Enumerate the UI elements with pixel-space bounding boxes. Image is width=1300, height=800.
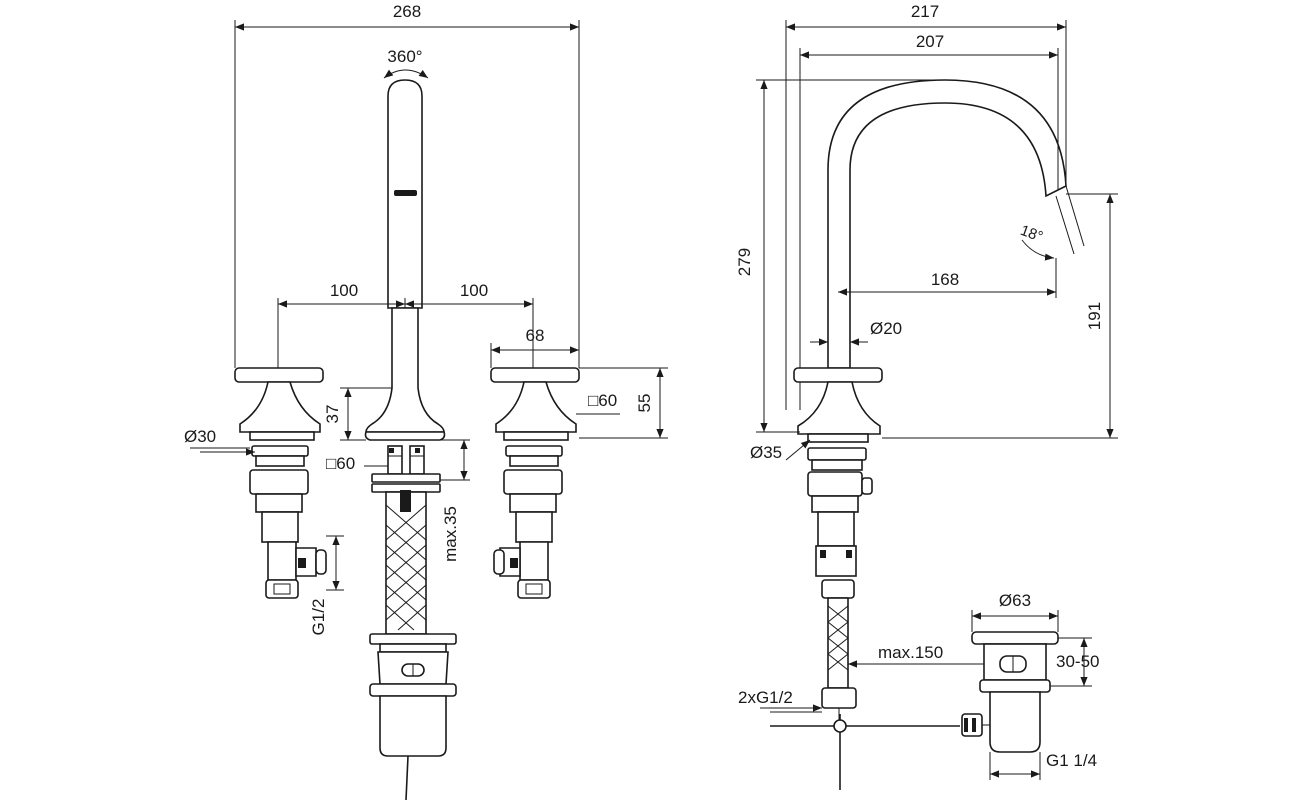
- front-view: 268 360° 100 100 68 55 □60 37 Ø30 □60 ma…: [184, 2, 668, 800]
- front-dimension-lines: [190, 20, 668, 591]
- dim-waste-diameter: Ø63: [999, 591, 1031, 610]
- dim-handle-diameter: Ø30: [184, 427, 216, 446]
- side-view: 217 207 279 191 18° 168 Ø20 Ø35 Ø63 30-5…: [735, 2, 1118, 790]
- dim-right-total-width: 217: [911, 2, 939, 21]
- dim-hose-thread: 2xG1/2: [738, 688, 793, 707]
- side-dimension-lines: [756, 20, 1118, 780]
- dim-waste-thread: G1 1/4: [1046, 751, 1097, 770]
- dim-left-total-width: 268: [393, 2, 421, 21]
- side-handle: [770, 367, 960, 790]
- dim-base-diameter: Ø35: [750, 443, 782, 462]
- dim-handle-width: 68: [526, 326, 545, 345]
- dim-spacing-left: 100: [330, 281, 358, 300]
- dim-spout-base-height: 37: [323, 405, 342, 424]
- dim-spacing-right: 100: [460, 281, 488, 300]
- dim-deck-square: □60: [326, 454, 355, 473]
- dim-spout-reach-outer: 207: [916, 32, 944, 51]
- dim-handle-height: 55: [635, 394, 654, 413]
- dim-outlet-height: 191: [1085, 302, 1104, 330]
- dim-spout-angle: 18°: [1018, 222, 1045, 246]
- dim-hose-max: max.150: [878, 643, 943, 662]
- dim-spout-height: 279: [735, 248, 754, 276]
- right-handle: [490, 367, 580, 599]
- dim-handle-square: □60: [588, 391, 617, 410]
- dim-max-deck: max.35: [441, 506, 460, 562]
- spout-column: [364, 79, 457, 800]
- dim-spout-diameter: Ø20: [870, 319, 902, 338]
- dim-inlet-thread: G1/2: [309, 599, 328, 636]
- waste-assembly: [961, 631, 1059, 753]
- dim-waste-range: 30-50: [1056, 652, 1099, 671]
- dim-spout-reach: 168: [931, 270, 959, 289]
- dim-rotation: 360°: [387, 47, 422, 66]
- left-handle: [234, 367, 327, 599]
